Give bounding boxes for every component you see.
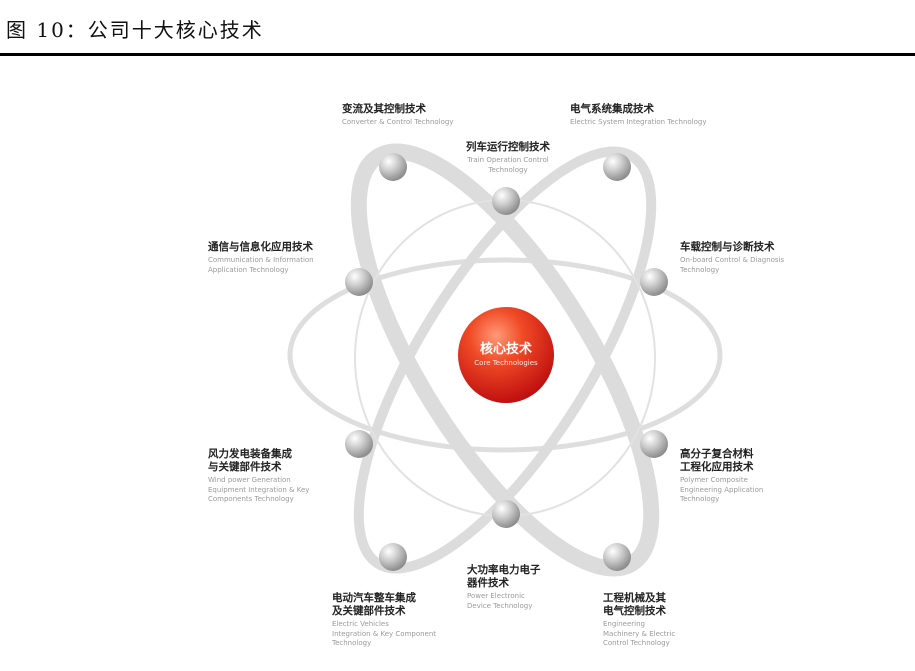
tech-label-train-operation: 列车运行控制技术 Train Operation Control Technol…	[466, 141, 550, 174]
core-label-zh: 核心技术	[479, 342, 532, 357]
node-sphere	[492, 500, 520, 528]
tech-label-onboard-control: 车载控制与诊断技术 On-board Control & Diagnosis T…	[680, 241, 785, 274]
node-sphere	[379, 153, 407, 181]
orbit-tilted-left	[350, 143, 660, 577]
orbit-horizontal	[287, 257, 723, 453]
tech-label-communication: 通信与信息化应用技术 Communication & Information A…	[208, 241, 314, 274]
node-sphere	[603, 153, 631, 181]
figure-title: 图 10：公司十大核心技术	[6, 18, 264, 42]
title-rule	[0, 53, 915, 56]
tech-label-electric-system: 电气系统集成技术 Electric System Integration Tec…	[570, 103, 707, 127]
core-label-en: Core Technologies	[474, 359, 538, 367]
core-label: 核心技术 Core Technologies	[454, 338, 558, 367]
node-sphere	[379, 543, 407, 571]
tech-label-polymer: 高分子复合材料 工程化应用技术 Polymer Composite Engine…	[680, 448, 764, 504]
tech-label-engineering-machinery: 工程机械及其 电气控制技术 Engineering Machinery & El…	[603, 592, 676, 648]
node-sphere	[603, 543, 631, 571]
tech-label-converter: 变流及其控制技术 Converter & Control Technology	[342, 103, 454, 127]
node-sphere	[640, 430, 668, 458]
orbit-tilted-right	[353, 146, 657, 574]
node-sphere	[492, 187, 520, 215]
tech-label-power-electronic: 大功率电力电子 器件技术 Power Electronic Device Tec…	[467, 564, 541, 610]
tech-label-electric-vehicles: 电动汽车整车集成 及关键部件技术 Electric Vehicles Integ…	[332, 592, 437, 648]
tech-label-wind-power: 风力发电装备集成 与关键部件技术 Wind power Generation E…	[208, 448, 310, 504]
node-sphere	[345, 268, 373, 296]
node-sphere	[640, 268, 668, 296]
node-sphere	[345, 430, 373, 458]
core-sphere	[458, 307, 554, 403]
